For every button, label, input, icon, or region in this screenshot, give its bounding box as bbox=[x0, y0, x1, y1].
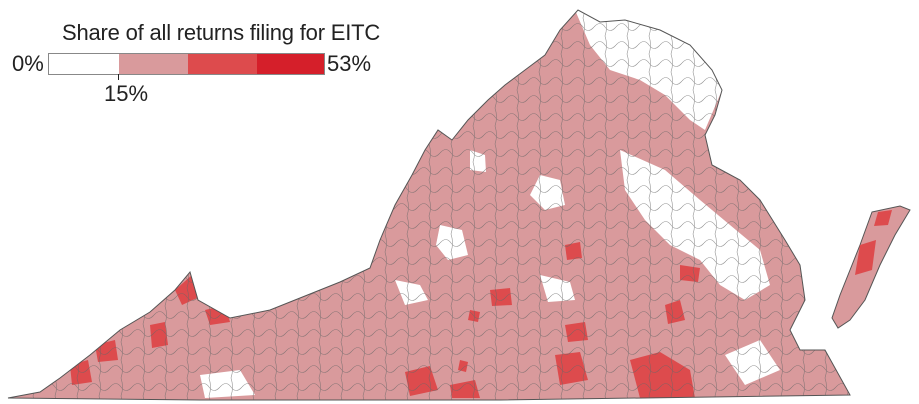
legend-tick bbox=[118, 74, 119, 80]
map-legend: Share of all returns filing for EITC 0% … bbox=[0, 0, 380, 110]
state-outline bbox=[7, 9, 851, 401]
legend-min-label: 0% bbox=[12, 51, 44, 76]
legend-color-bar bbox=[48, 53, 325, 75]
legend-bin-1 bbox=[119, 54, 188, 74]
eastern-shore-high bbox=[855, 210, 892, 275]
legend-bin-3 bbox=[257, 54, 324, 74]
legend-mid-label: 15% bbox=[104, 81, 149, 106]
legend-max-label: 53% bbox=[327, 51, 372, 76]
legend-bin-0 bbox=[49, 54, 119, 74]
legend-bin-2 bbox=[188, 54, 257, 74]
legend-title: Share of all returns filing for EITC bbox=[62, 20, 381, 45]
